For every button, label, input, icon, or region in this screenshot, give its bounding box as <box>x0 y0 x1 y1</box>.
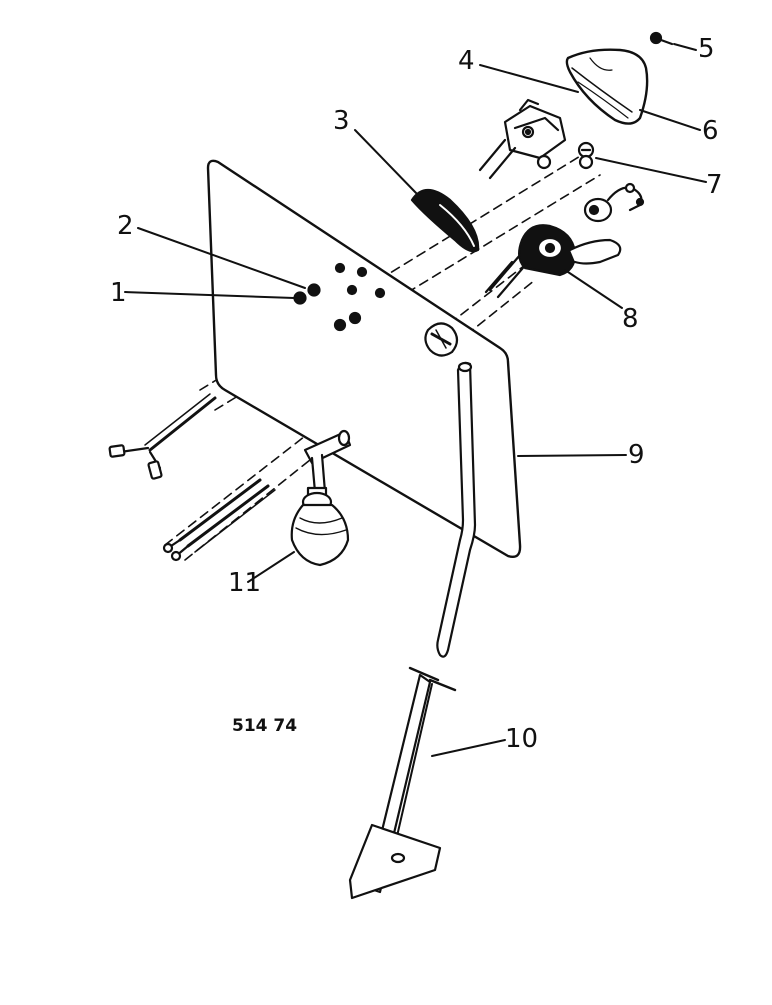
lamp-bracket <box>478 98 567 180</box>
callout-6: 6 <box>702 116 719 146</box>
upper-wire-harness <box>108 393 217 480</box>
support-tube <box>436 361 477 658</box>
lens-screw <box>649 31 674 46</box>
lower-wire-harness <box>162 478 276 562</box>
cable-gland <box>424 322 459 357</box>
callout-11: 11 <box>228 568 262 598</box>
callout-5: 5 <box>698 34 715 64</box>
small-bulb <box>577 141 595 170</box>
switch-assembly <box>484 224 622 299</box>
rubber-grommet <box>410 188 480 253</box>
callout-1: 1 <box>110 278 127 308</box>
callout-7: 7 <box>706 170 723 200</box>
callout-8: 8 <box>622 304 639 334</box>
callout-leader-lines <box>124 43 707 757</box>
callout-3: 3 <box>333 106 350 136</box>
callout-9: 9 <box>628 440 645 470</box>
callout-10: 10 <box>505 724 539 754</box>
callout-4: 4 <box>458 46 475 76</box>
pipe-tee <box>303 429 352 494</box>
callout-2: 2 <box>117 211 134 241</box>
mounting-plate <box>206 159 522 559</box>
plate-holes <box>293 262 386 332</box>
drawing-reference-code: 514 74 <box>232 716 298 736</box>
lamp-lens-cover <box>565 48 649 125</box>
large-bulb <box>290 486 350 567</box>
bulb-socket <box>583 182 645 223</box>
floor-stand <box>348 666 457 900</box>
